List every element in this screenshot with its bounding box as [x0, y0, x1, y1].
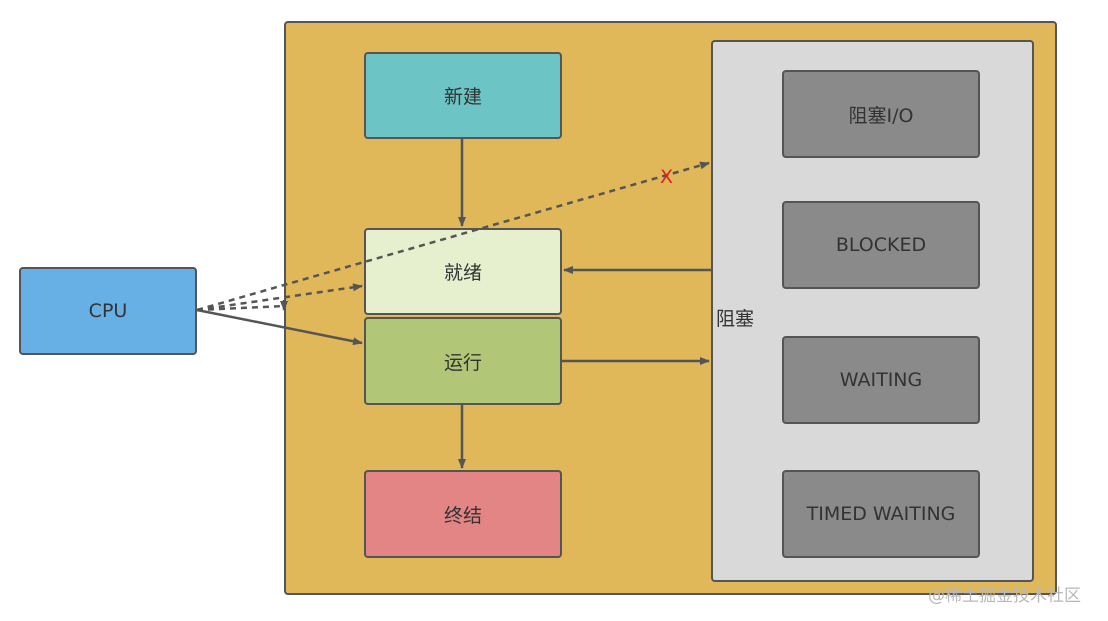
running-state-label: 运行: [443, 351, 482, 374]
running-state-node: 运行: [364, 317, 562, 405]
timed-waiting-state-label: TIMED WAITING: [806, 503, 956, 525]
blocked-state-node: BLOCKED: [782, 201, 980, 289]
blocked-panel-label: 阻塞: [716, 308, 755, 330]
watermark: @稀土掘金技术社区: [928, 586, 1081, 606]
new-state-node: 新建: [364, 52, 562, 139]
blocked-io-label: 阻塞I/O: [848, 104, 914, 127]
timed-waiting-state-node: TIMED WAITING: [782, 470, 980, 558]
cpu-label: CPU: [88, 300, 128, 322]
x-mark: X: [660, 166, 674, 188]
blocked-io-node: 阻塞I/O: [782, 70, 980, 158]
waiting-state-node: WAITING: [782, 336, 980, 424]
cpu-node: CPU: [19, 267, 197, 355]
blocked-state-label: BLOCKED: [835, 234, 927, 256]
arrow-cpu-to-ready-dashed: [196, 283, 363, 312]
arrow-cpu-down-dashed: [196, 304, 285, 312]
ready-state-node: 就绪: [364, 228, 562, 315]
terminated-state-node: 终结: [364, 470, 562, 558]
ready-state-label: 就绪: [443, 262, 482, 284]
new-state-label: 新建: [443, 86, 482, 108]
terminated-state-label: 终结: [443, 504, 482, 527]
arrow-cpu-to-running: [196, 308, 363, 346]
arrow-cpu-to-blocked-dashed: [196, 161, 710, 312]
waiting-state-label: WAITING: [839, 369, 923, 391]
